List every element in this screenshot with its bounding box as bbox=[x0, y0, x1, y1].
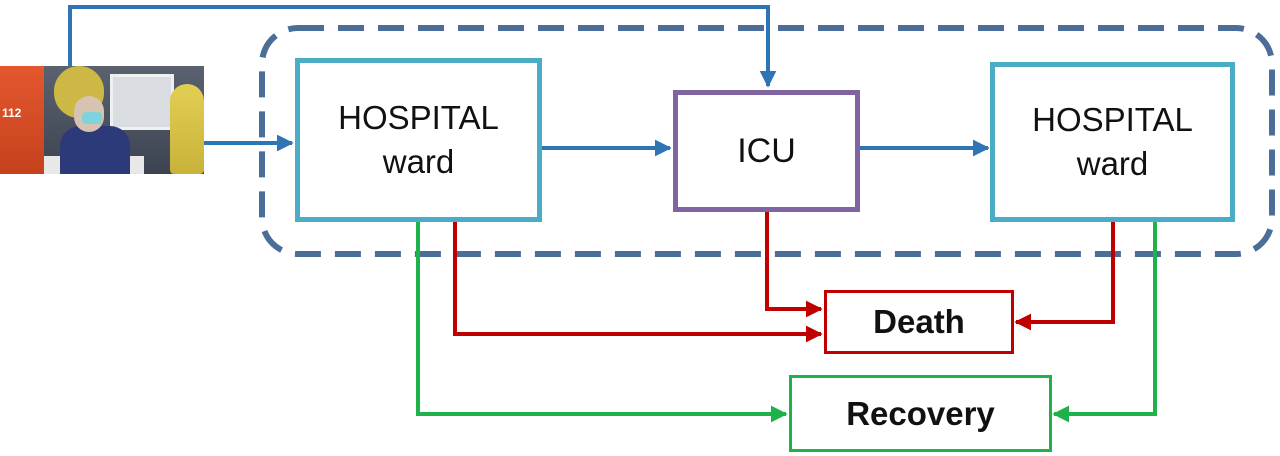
arrow-ward2-to-death bbox=[1014, 222, 1115, 331]
arrow-icu-to-death bbox=[765, 212, 823, 318]
ambulance-patient-photo: 112 bbox=[0, 66, 204, 174]
arrow-ward-to-death bbox=[453, 222, 823, 343]
node-label-line1: HOSPITAL bbox=[338, 99, 499, 136]
arrow-ward2-to-recovery bbox=[1052, 222, 1157, 423]
patient-figure bbox=[60, 126, 130, 174]
medic-figure-right bbox=[170, 84, 204, 174]
icu-node: ICU bbox=[673, 90, 860, 212]
ambulance-number: 112 bbox=[2, 106, 22, 120]
arrow-photo-to-icu bbox=[68, 5, 777, 88]
hospital-ward-step-down-node: HOSPITAL ward bbox=[990, 62, 1235, 222]
arrow-ward-to-recovery bbox=[416, 222, 788, 423]
ambulance-door bbox=[0, 66, 44, 174]
node-label-line2: ward bbox=[1076, 145, 1149, 182]
hospital-ward-admission-node: HOSPITAL ward bbox=[295, 58, 542, 222]
death-outcome-node: Death bbox=[824, 290, 1014, 354]
face-mask bbox=[82, 112, 102, 124]
recovery-outcome-node: Recovery bbox=[789, 375, 1052, 452]
node-label: Death bbox=[873, 303, 965, 340]
ambulance-window bbox=[110, 74, 174, 130]
node-label-line1: HOSPITAL bbox=[1032, 101, 1193, 138]
node-label: Recovery bbox=[846, 394, 995, 432]
node-label: ICU bbox=[737, 131, 796, 170]
node-label-line2: ward bbox=[382, 143, 455, 180]
